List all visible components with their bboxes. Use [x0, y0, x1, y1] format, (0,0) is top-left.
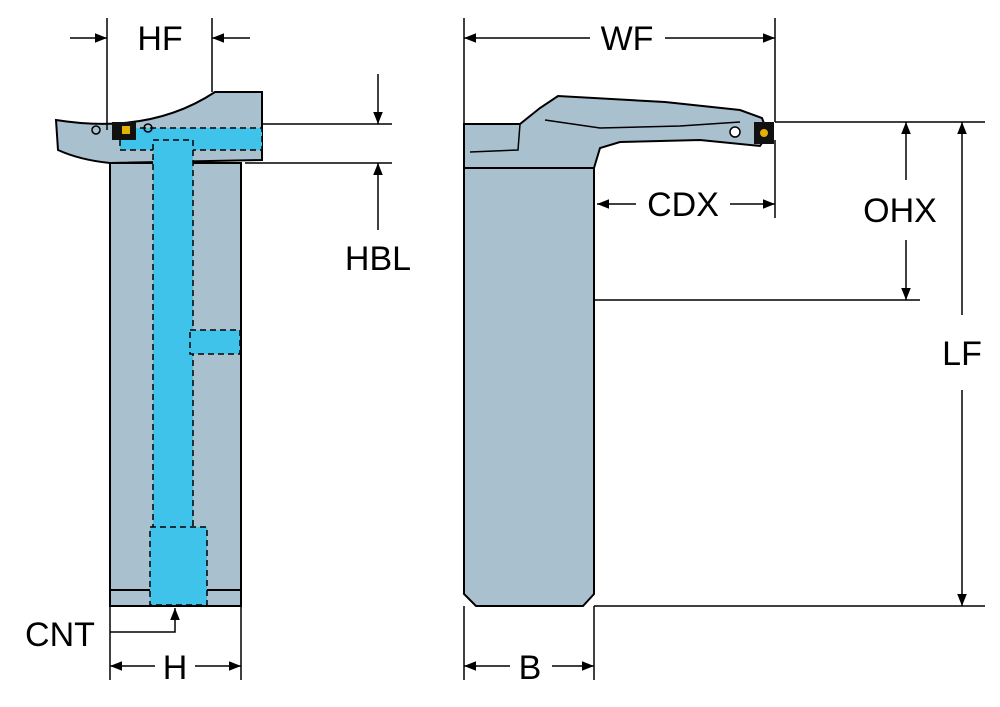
b-label: B — [519, 649, 542, 687]
cnt-dimension: CNT — [25, 608, 180, 654]
lf-dimension: LF — [594, 122, 985, 607]
cnt-label: CNT — [25, 616, 95, 654]
lf-label: LF — [942, 335, 982, 373]
hbl-dimension: HBL — [245, 74, 411, 278]
coolant-bottom-inlet — [149, 526, 208, 606]
cdx-label: CDX — [647, 186, 719, 224]
front-view — [54, 91, 263, 607]
side-view-shank — [463, 167, 595, 607]
h-dimension: H — [109, 606, 242, 687]
coolant-side-port — [189, 329, 241, 355]
side-view-head — [463, 94, 770, 169]
b-dimension: B — [463, 606, 595, 687]
ohx-dimension: OHX — [594, 121, 985, 301]
side-view — [463, 94, 774, 607]
ohx-label: OHX — [863, 192, 937, 230]
hbl-label: HBL — [345, 240, 411, 278]
wf-label: WF — [601, 20, 654, 58]
coolant-channel-vertical — [152, 139, 194, 531]
hf-label: HF — [137, 20, 182, 58]
h-label: H — [163, 649, 188, 687]
cdx-dimension: CDX — [597, 140, 776, 224]
wf-dimension: WF — [463, 18, 776, 124]
hf-dimension: HF — [70, 18, 250, 130]
